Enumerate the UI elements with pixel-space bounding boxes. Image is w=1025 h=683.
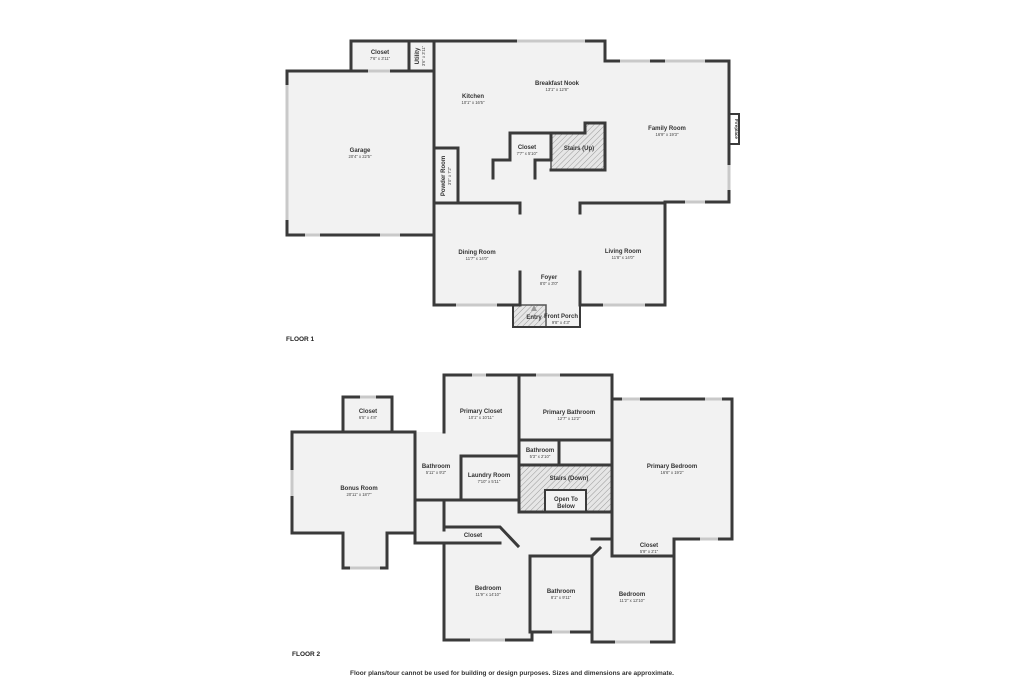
primary-closet-dims: 10'1" x 10'11" — [469, 415, 494, 420]
bedroom-right-label: Bedroom — [619, 592, 645, 598]
stairs-down-label: Stairs (Down) — [550, 476, 589, 482]
closet-primary2-dims: 5'9" x 2'1" — [640, 549, 659, 554]
foyer-dims: 8'0" x 3'0" — [540, 281, 559, 286]
closet-kitchen-label: Closet — [518, 145, 536, 151]
breakfast-nook-dims: 13'1" x 12'8" — [546, 87, 569, 92]
primary-bedroom-dims: 16'6" x 19'2" — [661, 470, 684, 475]
utility-label: Utility — [415, 47, 421, 64]
powder-room-label: Powder Room — [441, 156, 447, 196]
front-porch-dims: 9'8" x 4'3" — [552, 320, 571, 325]
garage-label: Garage — [350, 148, 371, 154]
front-porch-label: Front Porch — [544, 314, 578, 320]
bonus-room-label: Bonus Room — [340, 486, 377, 492]
bathroom-small-label: Bathroom — [526, 448, 554, 454]
entry-arrow-icon — [531, 305, 537, 311]
disclaimer: Floor plans/tour cannot be used for buil… — [350, 670, 674, 677]
closet-f1-dims: 7'6" x 3'11" — [370, 56, 391, 61]
closet-kitchen-dims: 7'7" x 5'10" — [517, 151, 538, 156]
stairs-up-label: Stairs (Up) — [564, 146, 594, 152]
family-room-label: Family Room — [648, 126, 686, 132]
primary-closet-label: Primary Closet — [460, 409, 502, 415]
utility-dims: 3'6" x 3'11" — [421, 45, 426, 66]
primary-bathroom-dims: 12'7" x 12'2" — [558, 416, 581, 421]
bathroom-mid-label: Bathroom — [422, 464, 450, 470]
dining-room-dims: 11'7" x 14'0" — [466, 256, 489, 261]
floor-1-plan: Closet 7'6" x 3'11" Utility 3'6" x 3'11"… — [285, 39, 740, 343]
foyer-label: Foyer — [541, 275, 558, 281]
closet-bonus-dims: 6'5" x 4'8" — [359, 415, 378, 420]
garage-dims: 20'4" x 22'5" — [349, 154, 372, 159]
closet-primary2-label: Closet — [640, 543, 658, 549]
open-to-below-label-1: Open To — [554, 497, 578, 503]
powder-room-dims: 3'0" x 7'2" — [447, 166, 452, 185]
primary-bathroom-label: Primary Bathroom — [543, 410, 595, 416]
open-to-below-label-2: Below — [557, 504, 575, 510]
laundry-room-label: Laundry Room — [468, 473, 510, 479]
bonus-room-dims: 20'11" x 18'7" — [347, 492, 372, 497]
entry-label: Entry — [526, 315, 542, 321]
laundry-room-dims: 7'10" x 5'11" — [478, 479, 501, 484]
bathroom-small-dims: 5'3" x 2'10" — [530, 454, 551, 459]
bathroom-bottom-label: Bathroom — [547, 589, 575, 595]
primary-bedroom-label: Primary Bedroom — [647, 464, 697, 470]
bathroom-mid-dims: 5'11" x 9'2" — [426, 470, 447, 475]
bathroom-bottom-dims: 8'1" x 9'11" — [551, 595, 572, 600]
closet-hall-label: Closet — [464, 533, 482, 539]
bedroom-left-dims: 11'9" x 14'10" — [476, 592, 501, 597]
breakfast-nook-label: Breakfast Nook — [535, 81, 580, 87]
closet-f1-label: Closet — [371, 50, 389, 56]
fireplace-label: Fireplace — [734, 119, 739, 139]
family-room-dims: 16'9" x 19'3" — [656, 132, 679, 137]
floor-1-label: FLOOR 1 — [286, 336, 315, 343]
living-room-dims: 11'8" x 14'0" — [612, 255, 635, 260]
bedroom-right-dims: 11'2" x 12'10" — [620, 598, 645, 603]
dining-room-label: Dining Room — [458, 250, 495, 256]
kitchen-dims: 10'1" x 16'5" — [462, 100, 485, 105]
floor-2-plan: Closet 6'5" x 4'8" Bonus Room 20'11" x 1… — [290, 373, 734, 658]
closet-bonus-label: Closet — [359, 409, 377, 415]
floor-2-label: FLOOR 2 — [292, 651, 321, 658]
kitchen-label: Kitchen — [462, 94, 484, 100]
living-room-label: Living Room — [605, 249, 641, 255]
bedroom-left-label: Bedroom — [475, 586, 501, 592]
